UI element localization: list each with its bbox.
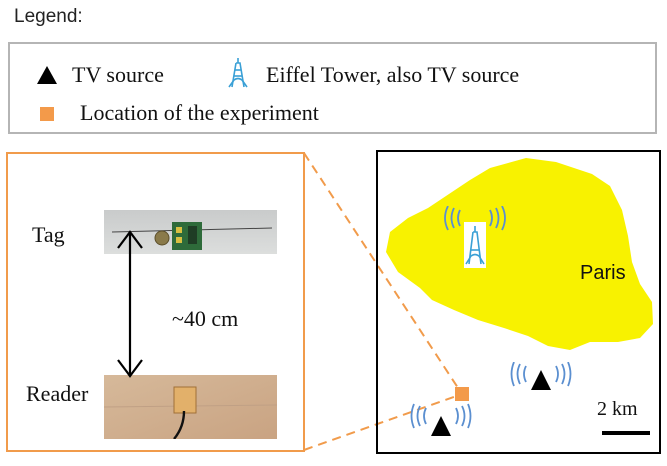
tv-source-left-icon — [410, 403, 472, 436]
orange-square-icon — [40, 107, 54, 121]
eiffel-tower-map-icon — [444, 206, 506, 268]
paris-map — [386, 158, 653, 350]
legend-box — [8, 42, 657, 134]
distance-label: ~40 cm — [172, 306, 239, 331]
legend-title: Legend: — [14, 6, 83, 27]
scale-label: 2 km — [597, 398, 638, 420]
reader-photo — [104, 375, 277, 439]
experiment-location-marker — [455, 387, 469, 401]
legend-label-experiment: Location of the experiment — [80, 100, 319, 125]
experiment-photo-panel — [6, 152, 305, 452]
legend-label-eiffel: Eiffel Tower, also TV source — [266, 62, 520, 87]
map-panel — [376, 150, 661, 454]
tag-label: Tag — [32, 222, 65, 247]
city-label: Paris — [580, 262, 626, 284]
distance-arrow — [117, 230, 143, 378]
black-triangle-icon — [37, 66, 57, 84]
scale-bar — [602, 431, 650, 435]
paris-area — [386, 158, 653, 350]
legend-label-tv-source: TV source — [72, 62, 164, 87]
reader-label: Reader — [26, 381, 89, 406]
eiffel-tower-icon — [228, 58, 248, 88]
tv-source-right-icon — [510, 362, 572, 390]
tag-photo — [104, 210, 277, 254]
